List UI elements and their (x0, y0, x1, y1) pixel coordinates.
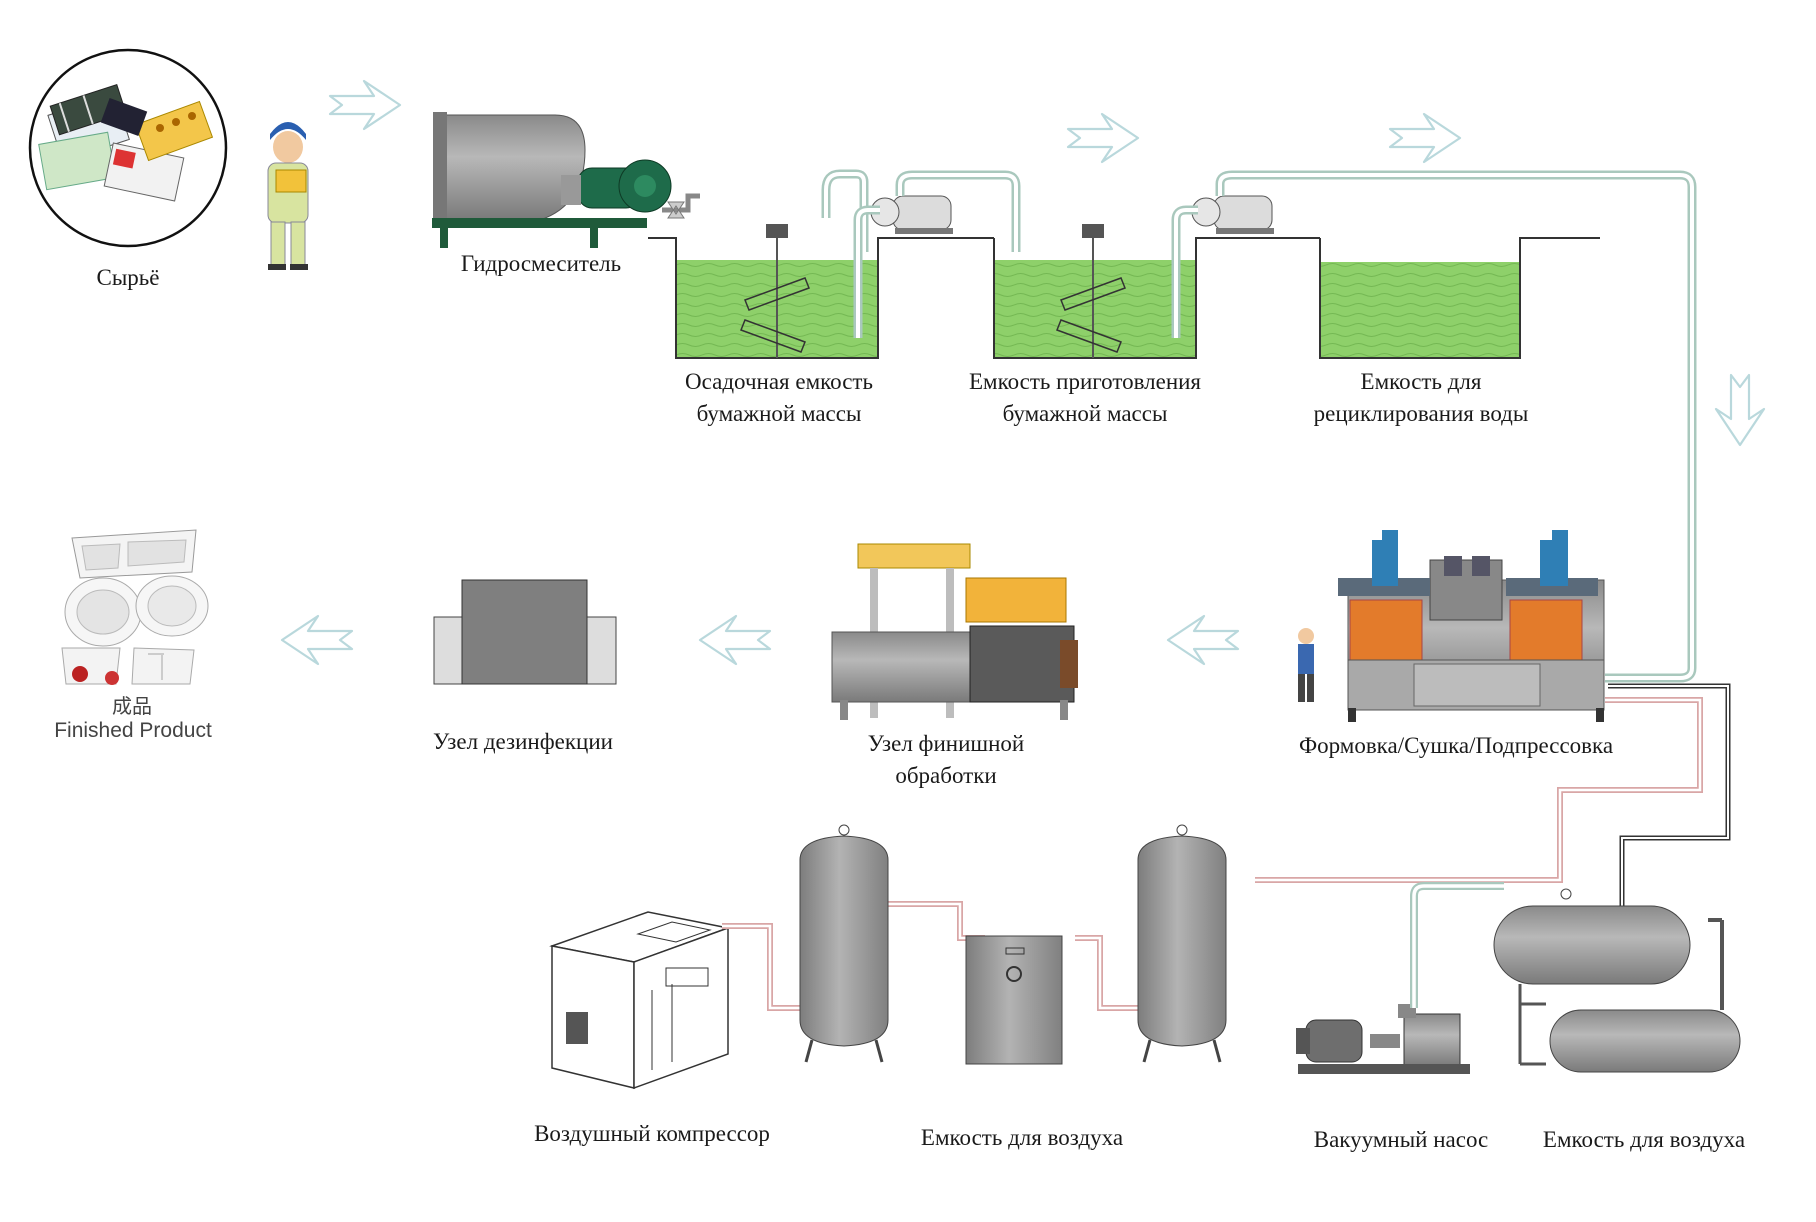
flow-arrow-5 (1166, 614, 1240, 666)
label-recycle-tank-line2: рециклирования воды (1313, 401, 1529, 426)
flow-arrow-1 (328, 79, 402, 131)
settling-tank (648, 237, 994, 359)
air-compressor-icon (549, 911, 731, 1090)
label-disinfection: Узел дезинфекции (433, 729, 613, 754)
label-settling-tank-line1: Осадочная емкость (685, 369, 873, 394)
label-settling-tank: Осадочная емкость бумажной массы (648, 366, 910, 430)
label-finished-cn: 成品 (112, 696, 152, 718)
vacuum-pump-icon (1296, 882, 1504, 1074)
label-recycle-tank-line1: Емкость для (1360, 369, 1482, 394)
vacuum-tank-lower-icon (1518, 984, 1741, 1073)
flow-arrow-2 (1066, 112, 1140, 164)
finishing-machine-icon (831, 543, 1078, 720)
label-air-tank-2: Емкость для воздуха (1542, 1127, 1746, 1152)
label-vacuum-pump: Вакуумный насос (1313, 1127, 1489, 1152)
flow-arrow-7 (280, 614, 354, 666)
water-pipe (1215, 170, 1731, 920)
prep-tank-agitator (1056, 224, 1126, 358)
prep-tank (993, 237, 1320, 359)
label-recycle-tank: Емкость для рециклирования воды (1276, 366, 1566, 430)
worker-icon (267, 122, 309, 270)
recycle-tank (1319, 237, 1600, 359)
label-prep-tank-line2: бумажной массы (1002, 401, 1168, 426)
label-prep-tank: Емкость приготовления бумажной массы (940, 366, 1230, 430)
flow-arrow-6 (698, 614, 772, 666)
label-forming: Формовка/Сушка/Подпрессовка (1298, 733, 1614, 758)
transfer-pump-2 (1171, 195, 1274, 338)
disinfection-unit-icon (433, 579, 617, 685)
label-finishing-line2: обработки (895, 763, 997, 788)
forming-machine-icon (1298, 530, 1605, 722)
vacuum-tank-upper-icon (1493, 888, 1724, 1010)
label-settling-tank-line2: бумажной массы (696, 401, 862, 426)
air-tank-right-icon (1137, 824, 1227, 1063)
label-finished-en: Finished Product (54, 719, 212, 742)
label-finishing-line1: Узел финишной (867, 731, 1025, 756)
label-compressor: Воздушный компрессор (534, 1121, 770, 1146)
label-finishing: Узел финишной обработки (836, 728, 1056, 792)
flow-arrow-4 (1714, 373, 1766, 447)
air-tank-left-icon (799, 824, 889, 1063)
raw-material-icon (28, 48, 228, 248)
label-air-tank-1: Емкость для воздуха (920, 1125, 1124, 1150)
label-prep-tank-line1: Емкость приготовления (968, 369, 1202, 394)
settling-tank-agitator (740, 224, 810, 358)
transfer-pump-1 (821, 169, 1021, 338)
flow-arrow-3 (1388, 112, 1462, 164)
finished-product-icon (61, 529, 209, 685)
hydropulper-icon (432, 112, 700, 248)
label-raw: Сырьё (96, 265, 160, 290)
air-pipe (1150, 697, 1703, 883)
dryer-icon (965, 935, 1063, 1065)
label-mixer: Гидросмеситель (460, 251, 622, 276)
compressor-pipe (722, 901, 1138, 1011)
